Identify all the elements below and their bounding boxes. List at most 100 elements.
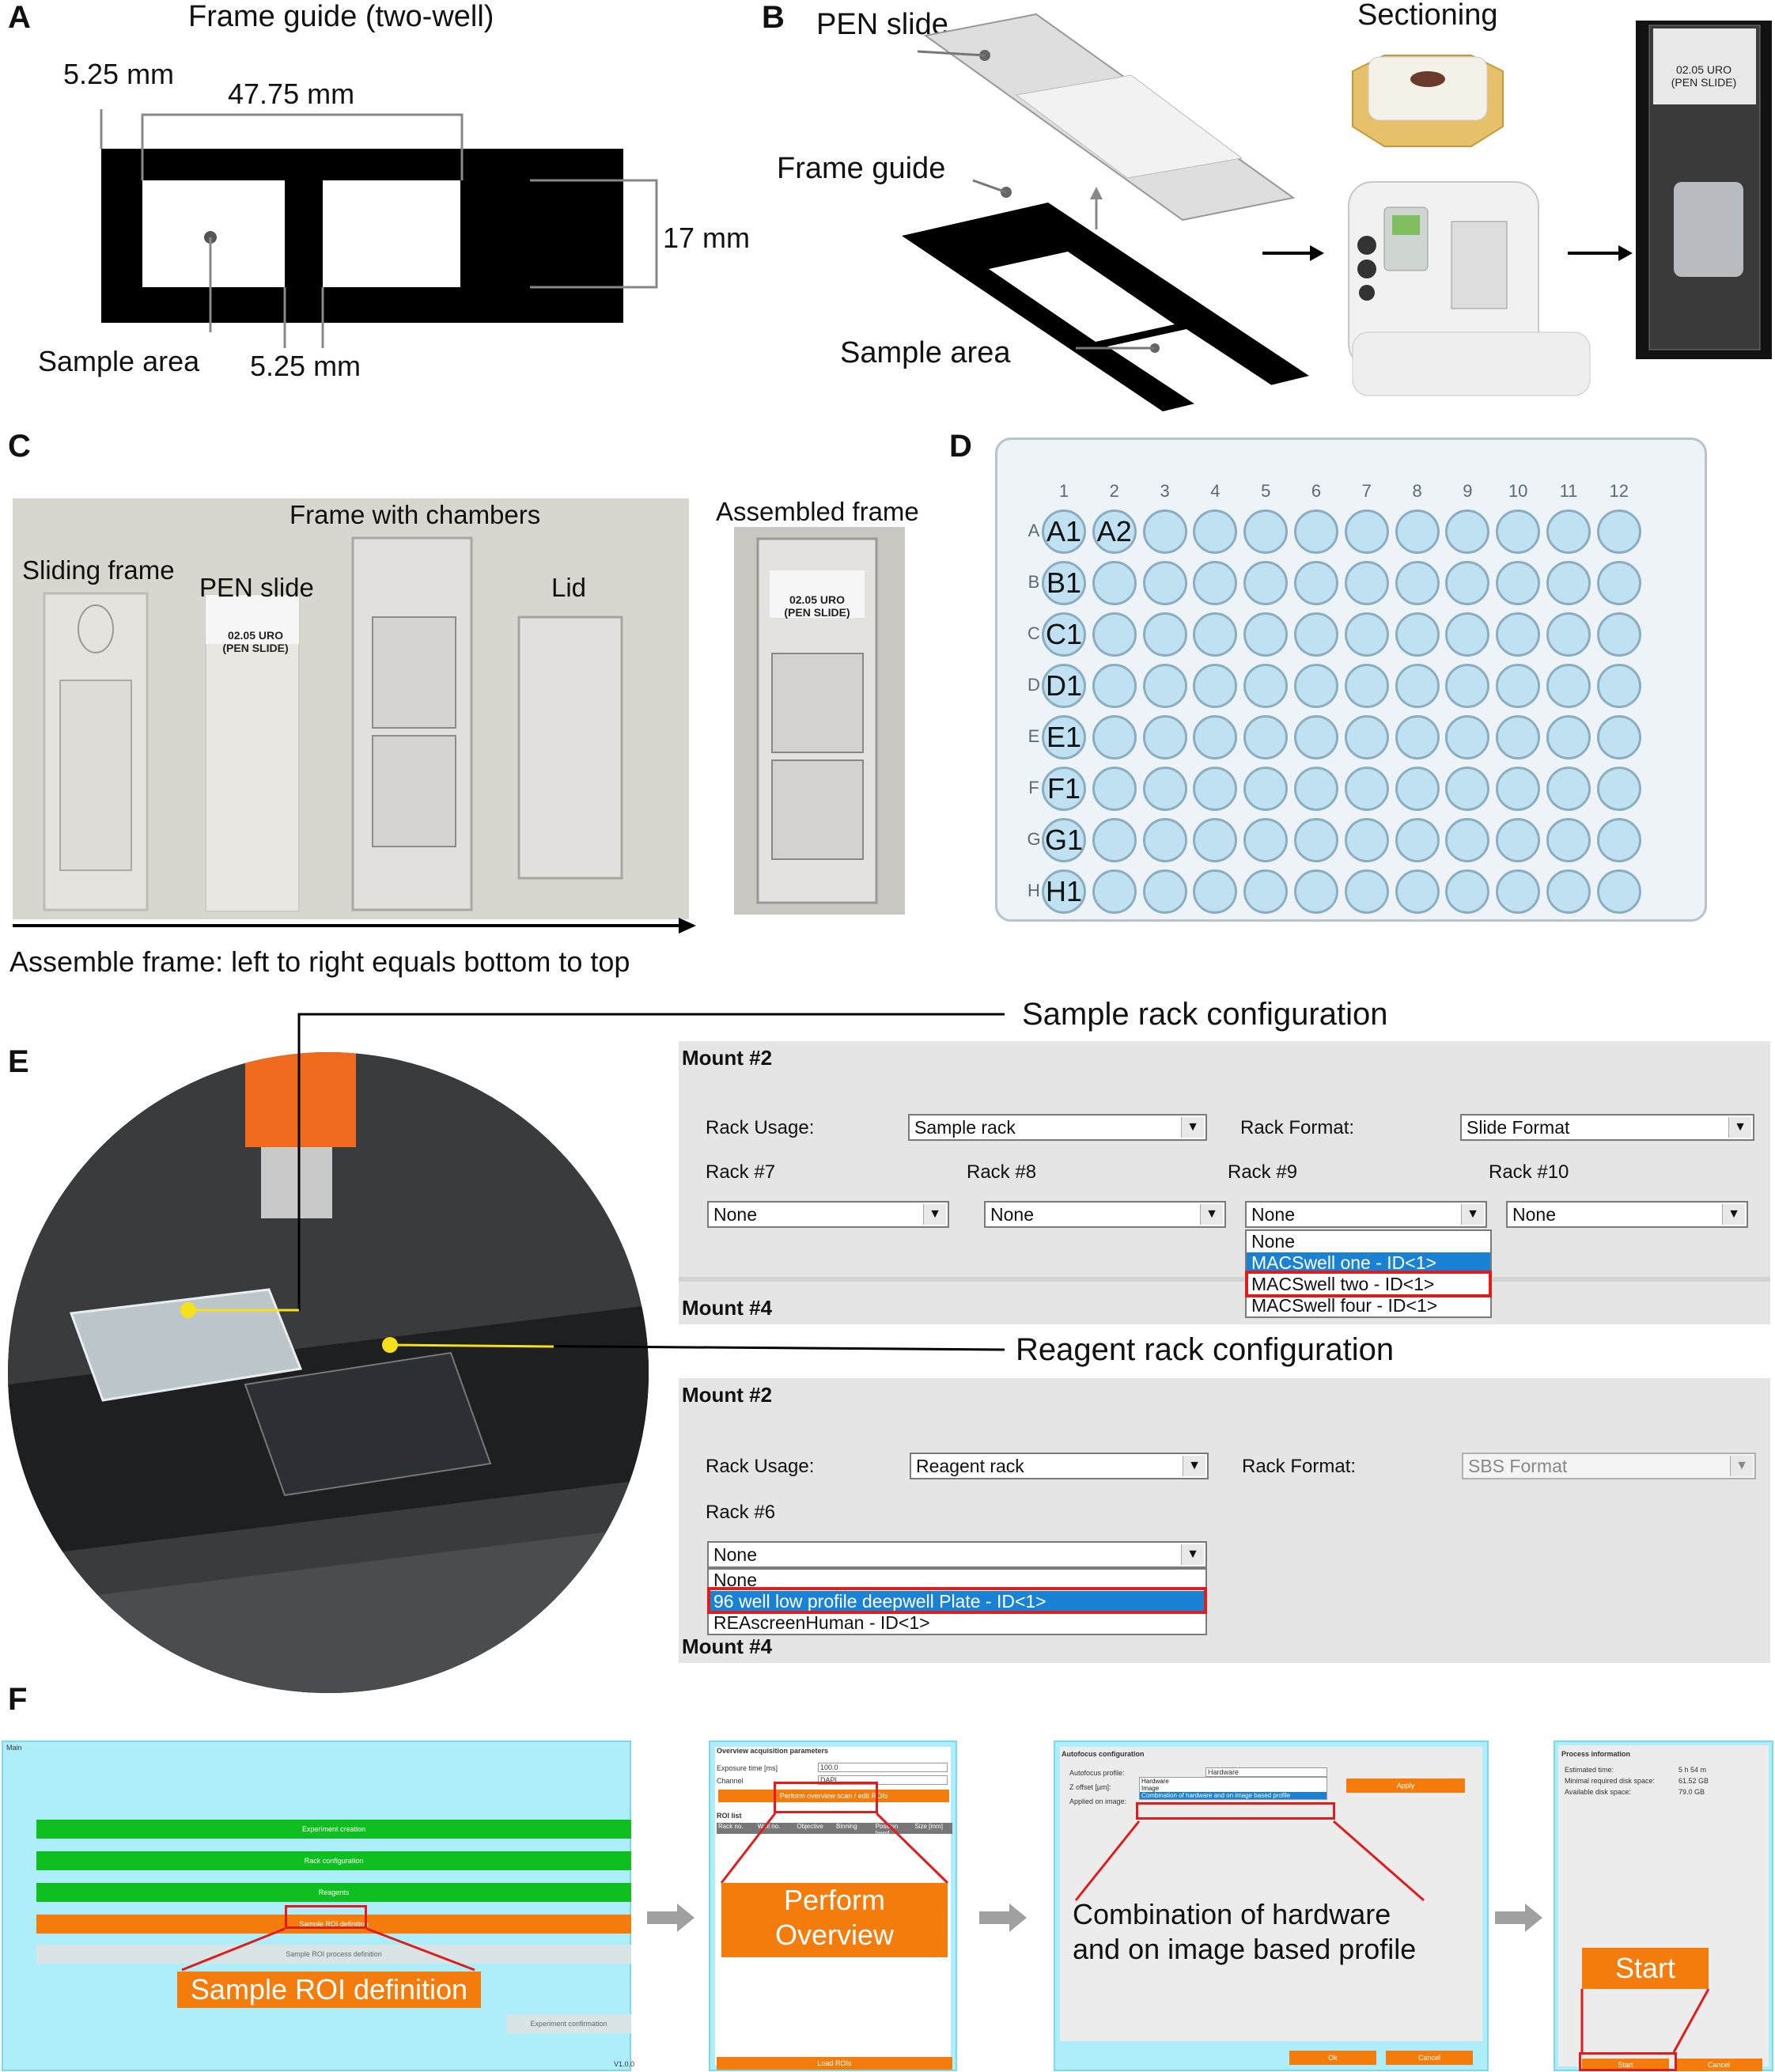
column-label: 3 bbox=[1160, 481, 1170, 501]
row-label: C bbox=[1028, 623, 1040, 643]
well-B4 bbox=[1193, 561, 1238, 605]
well-G7 bbox=[1344, 818, 1389, 862]
exposure-input[interactable]: 100.0 bbox=[818, 1763, 948, 1772]
well-C10 bbox=[1496, 612, 1541, 657]
panel-d-label: D bbox=[949, 429, 972, 464]
dim-5-25-top: 5.25 mm bbox=[63, 58, 175, 90]
slide-label-photo-b: 02.05 URO(PEN SLIDE) bbox=[1671, 63, 1737, 89]
sample-area-label-b: Sample area bbox=[840, 336, 1011, 369]
step-reagents[interactable]: Reagents bbox=[36, 1883, 631, 1902]
dropdown-option-selected[interactable]: MACSwell one - ID<1> bbox=[1247, 1252, 1490, 1274]
dropdown-option[interactable]: MACSwell two - ID<1> bbox=[1251, 1274, 1435, 1294]
channel-select[interactable]: DAPI bbox=[818, 1775, 948, 1785]
well-A6 bbox=[1294, 509, 1338, 554]
frame-guide-label-b: Frame guide bbox=[777, 152, 946, 185]
well-E7 bbox=[1344, 715, 1389, 759]
well-C12 bbox=[1596, 612, 1641, 657]
experiment-confirmation-button[interactable]: Experiment confirmation bbox=[506, 2014, 631, 2033]
rack-6-select[interactable]: None▼ bbox=[707, 1541, 1207, 1568]
assemble-note: Assemble frame: left to right equals bot… bbox=[9, 945, 630, 978]
dropdown-option-selected[interactable]: Combination of hardware and on image bas… bbox=[1140, 1792, 1327, 1799]
rack-7-value: None bbox=[713, 1204, 757, 1225]
sample-rack-config-window: Mount #2 Rack Usage: Sample rack▼ Rack F… bbox=[679, 1041, 1770, 1324]
step-rack-configuration[interactable]: Rack configuration bbox=[36, 1851, 631, 1870]
step-sample-roi-process[interactable]: Sample ROI process definition bbox=[36, 1945, 631, 1964]
next-mount-title-2: Mount #4 bbox=[682, 1634, 773, 1658]
step-experiment-creation[interactable]: Experiment creation bbox=[36, 1820, 631, 1839]
reagent-rack-config-window: Mount #2 Rack Usage: Reagent rack▼ Rack … bbox=[679, 1378, 1770, 1663]
ok-button[interactable]: Ok bbox=[1289, 2051, 1376, 2065]
apply-button[interactable]: Apply bbox=[1346, 1778, 1465, 1793]
well-G5 bbox=[1243, 818, 1289, 862]
highlight-start bbox=[1579, 2052, 1677, 2071]
cancel-button-2[interactable]: Cancel bbox=[1675, 2059, 1762, 2071]
rack-7-select[interactable]: None ▼ bbox=[707, 1201, 949, 1228]
version-text: V1.0.0 bbox=[614, 2060, 635, 2068]
chevron-down-icon: ▼ bbox=[923, 1204, 946, 1225]
sectioning-label: Sectioning bbox=[1357, 0, 1498, 32]
estimated-time-value: 5 h 54 m bbox=[1678, 1766, 1707, 1774]
highlight-macswell-two bbox=[1245, 1271, 1492, 1297]
callout-combination: Combination of hardware and on image bas… bbox=[1073, 1897, 1416, 1967]
dropdown-option[interactable]: None bbox=[713, 1570, 757, 1590]
load-rois-button[interactable]: Load ROIs bbox=[717, 2057, 952, 2070]
rack-usage-select-2[interactable]: Reagent rack▼ bbox=[910, 1453, 1209, 1479]
overview-title: Overview acquisition parameters bbox=[717, 1747, 829, 1755]
dropdown-option[interactable]: Hardware bbox=[1141, 1778, 1169, 1785]
step-sample-roi-definition[interactable]: Sample ROI definition bbox=[36, 1915, 631, 1934]
available-disk-value: 79.0 GB bbox=[1678, 1788, 1705, 1796]
rack-usage-value: Sample rack bbox=[914, 1117, 1016, 1138]
chevron-down-icon: ▼ bbox=[1200, 1204, 1223, 1225]
perform-overview-button[interactable]: Perform overview scan / edit ROIs bbox=[718, 1790, 949, 1802]
start-button[interactable]: Start bbox=[1582, 2059, 1669, 2071]
process-title: Process information bbox=[1561, 1750, 1631, 1758]
well-H4 bbox=[1193, 869, 1238, 914]
well-D1: D1 bbox=[1042, 664, 1086, 708]
rack-usage-select[interactable]: Sample rack▼ bbox=[908, 1114, 1207, 1141]
roi-column-header: Position [mm] bbox=[875, 1823, 899, 1837]
dropdown-option[interactable]: MACSwell four - ID<1> bbox=[1251, 1295, 1438, 1316]
autofocus-profile-select[interactable]: Hardware bbox=[1205, 1767, 1327, 1777]
well-C4 bbox=[1193, 612, 1238, 657]
column-label: 9 bbox=[1463, 481, 1473, 501]
dropdown-option[interactable]: REAscreenHuman - ID<1> bbox=[713, 1612, 930, 1633]
panel-c-label: C bbox=[8, 429, 31, 464]
cancel-button[interactable]: Cancel bbox=[1386, 2051, 1473, 2065]
chevron-down-icon: ▼ bbox=[1722, 1204, 1745, 1225]
column-label: 5 bbox=[1261, 481, 1271, 501]
gray-arrow bbox=[1495, 1903, 1542, 1932]
callout-start: Start bbox=[1582, 1948, 1709, 1989]
callout-sample-roi: Sample ROI definition bbox=[177, 1972, 481, 2008]
well-B10 bbox=[1496, 561, 1541, 605]
column-label: 12 bbox=[1609, 481, 1629, 501]
well-E4 bbox=[1193, 715, 1238, 759]
column-label: 10 bbox=[1508, 481, 1528, 501]
dropdown-option[interactable]: None bbox=[1251, 1231, 1295, 1252]
rack-format-select[interactable]: Slide Format▼ bbox=[1460, 1114, 1754, 1141]
well-D5 bbox=[1243, 664, 1289, 708]
well-G12 bbox=[1596, 818, 1641, 862]
assemble-arrow bbox=[13, 918, 696, 934]
mount-title-2: Mount #2 bbox=[682, 1383, 773, 1407]
rack-9-select[interactable]: None▼ bbox=[1245, 1201, 1487, 1228]
row-label: F bbox=[1028, 778, 1039, 797]
panel-b-label: B bbox=[762, 0, 785, 35]
min-disk-value: 61.52 GB bbox=[1678, 1777, 1709, 1785]
panel-e-label: E bbox=[8, 1044, 29, 1079]
well-G4 bbox=[1193, 818, 1238, 862]
rack-7-label: Rack #7 bbox=[706, 1161, 776, 1183]
rack-format-label-2: Rack Format: bbox=[1242, 1456, 1357, 1477]
well-H8 bbox=[1395, 869, 1440, 914]
well-A9 bbox=[1445, 509, 1490, 554]
dropdown-option-selected[interactable]: 96 well low profile deepwell Plate - ID<… bbox=[709, 1591, 1205, 1612]
well-B12 bbox=[1596, 561, 1641, 605]
well-D11 bbox=[1546, 664, 1591, 708]
rack-8-select[interactable]: None▼ bbox=[984, 1201, 1226, 1228]
rack-format-label: Rack Format: bbox=[1240, 1117, 1355, 1138]
well-A4 bbox=[1193, 509, 1238, 554]
rack-10-select[interactable]: None▼ bbox=[1506, 1201, 1748, 1228]
highlight-combination bbox=[1136, 1802, 1335, 1820]
callout-lines-f4 bbox=[1580, 1988, 1710, 2053]
well-A5 bbox=[1243, 509, 1289, 554]
dropdown-option[interactable]: Image bbox=[1141, 1785, 1160, 1792]
